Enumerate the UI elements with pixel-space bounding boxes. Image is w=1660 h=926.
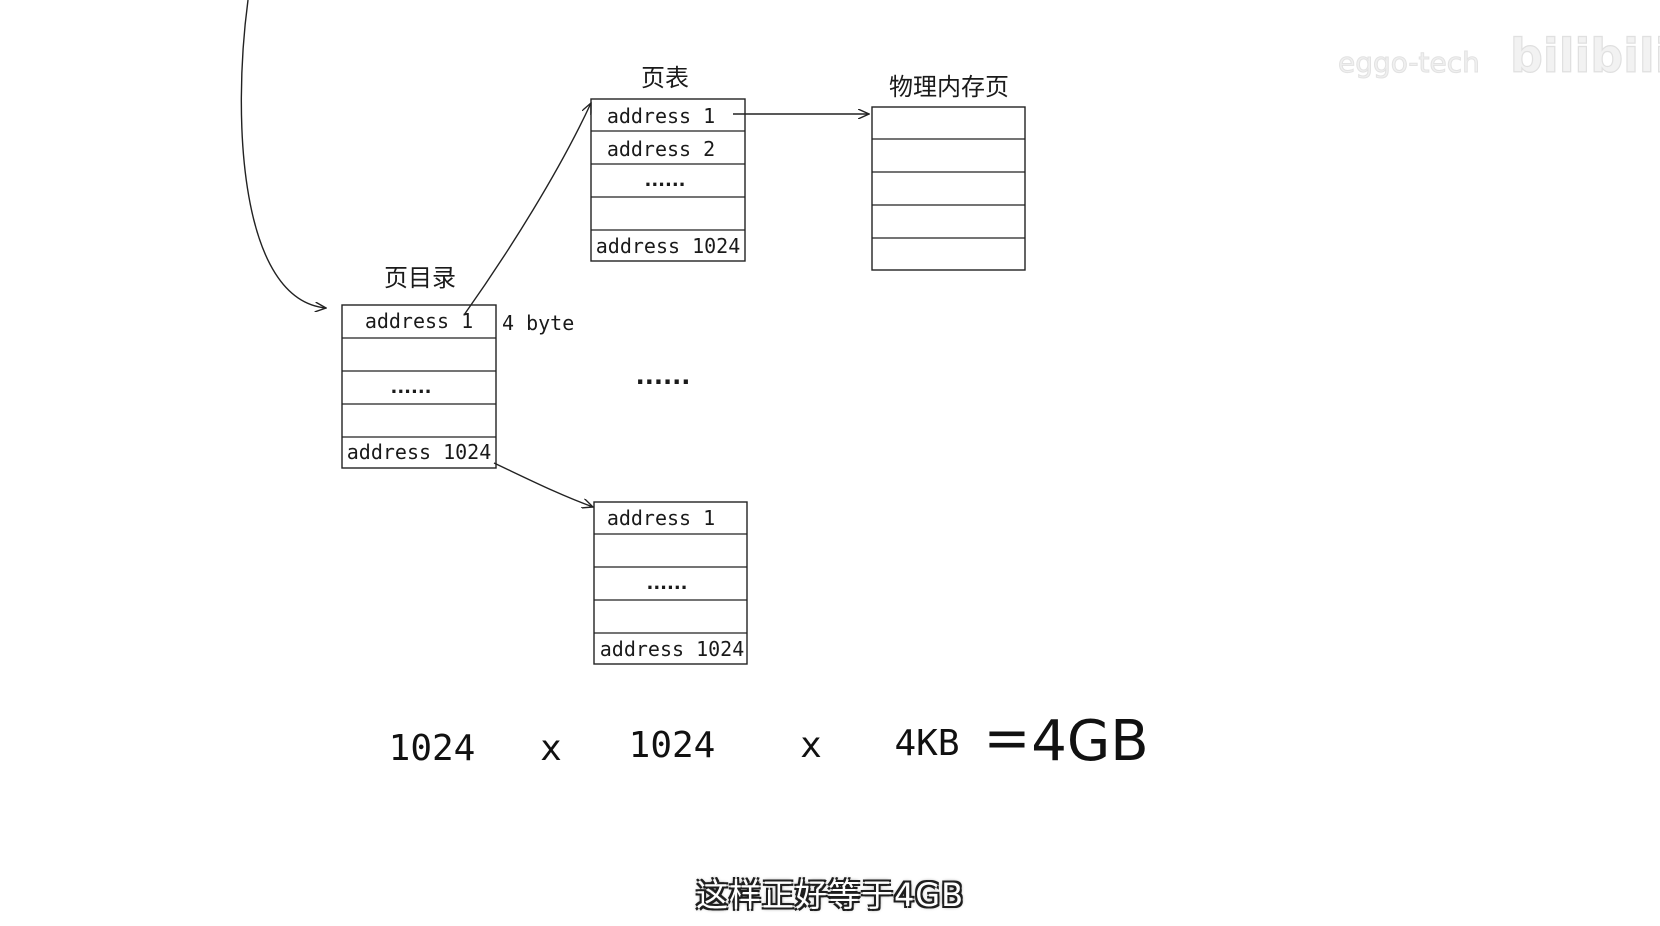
page-table-bottom-entry-1: address 1	[607, 506, 715, 530]
page-table-top-entry-1: address 1	[607, 104, 715, 128]
equation-result: 4GB	[1031, 709, 1148, 774]
cr3-pointer-arrow	[240, 0, 326, 308]
page-table-bottom-box	[593, 501, 748, 665]
page-table-bottom-ellipsis: ......	[646, 573, 687, 594]
bilibili-logo: bilibili	[1510, 29, 1660, 83]
page-table-top-ellipsis: ......	[644, 170, 685, 191]
equation-term-3: 4KB	[894, 723, 959, 764]
capacity-equation: 1024 x 1024 x 4KB = 4GB	[389, 706, 1149, 774]
watermark-text: eggo-tech	[1338, 46, 1480, 79]
page-table-bottom-entry-1024: address 1024	[600, 637, 745, 661]
page-directory-entry-1024: address 1024	[347, 440, 492, 464]
equation-equals: =	[984, 706, 1031, 771]
directory-to-table-arrow	[463, 103, 591, 316]
middle-ellipsis: ......	[636, 362, 691, 390]
page-table-top: 页表 address 1 address 2 ...... address 10…	[590, 64, 746, 262]
page-directory-box	[341, 304, 497, 469]
page-table-top-entry-2: address 2	[607, 137, 715, 161]
physical-memory-page: 物理内存页	[871, 73, 1026, 271]
equation-multiply-2: x	[800, 725, 822, 766]
equation-term-1: 1024	[389, 728, 476, 769]
page-directory-entry-1: address 1	[365, 309, 473, 333]
physical-memory-box	[871, 106, 1026, 271]
entry-size-note: 4 byte	[502, 311, 574, 335]
page-directory-ellipsis: ......	[390, 377, 431, 398]
directory-to-bottom-table-arrow	[493, 462, 593, 507]
page-directory: 页目录 address 1 ...... address 1024 4 byte	[341, 264, 574, 469]
page-directory-title: 页目录	[384, 264, 456, 292]
page-table-title: 页表	[641, 64, 689, 92]
video-subtitle: 这样正好等于4GB	[695, 876, 965, 914]
equation-multiply-1: x	[540, 728, 562, 769]
page-table-top-box	[590, 98, 746, 262]
physical-memory-title: 物理内存页	[889, 73, 1009, 101]
page-table-bottom: address 1 ...... address 1024	[593, 501, 748, 665]
page-table-top-entry-1024: address 1024	[596, 234, 741, 258]
equation-term-2: 1024	[629, 725, 716, 766]
